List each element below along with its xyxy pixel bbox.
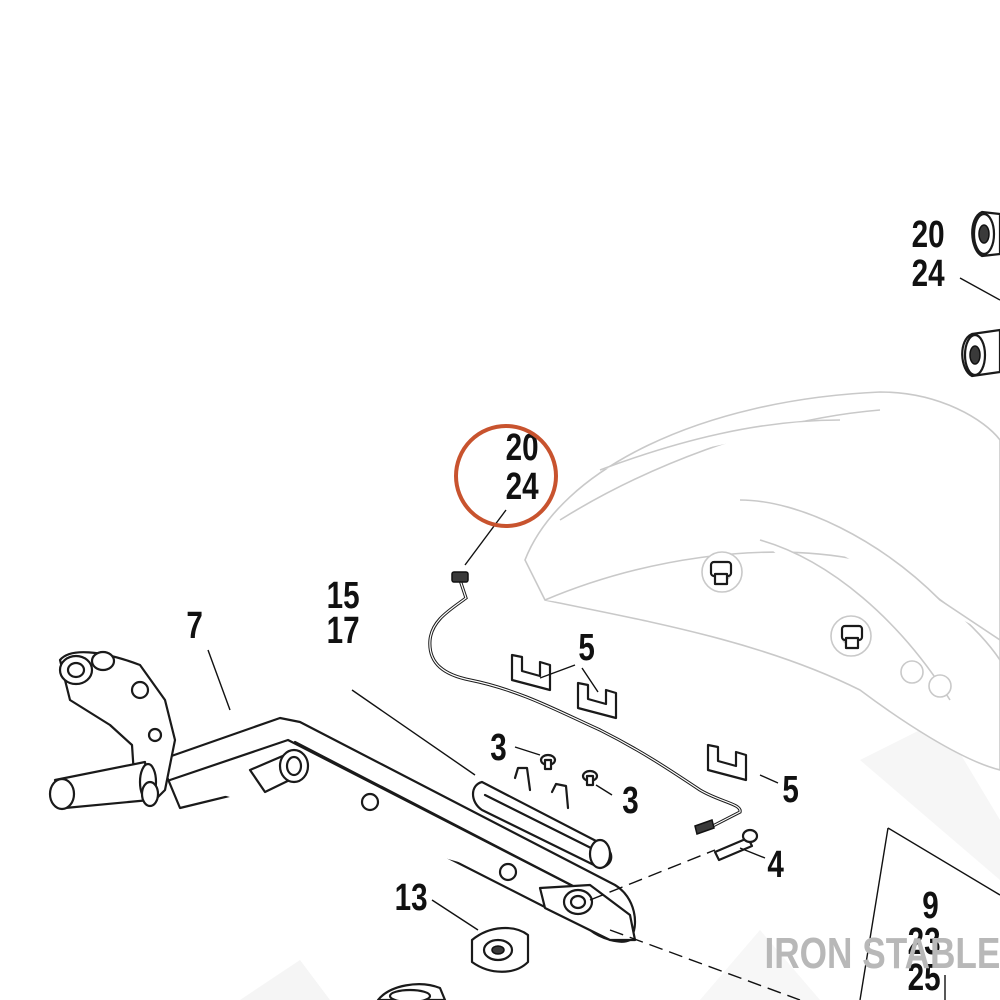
clip-upper-right	[576, 681, 618, 720]
callout-5-upper: 5	[578, 627, 594, 669]
fender-bolt-upper	[709, 560, 733, 586]
callout-17: 17	[327, 610, 360, 652]
callout-5-lower: 5	[782, 769, 798, 811]
arm-end-cap	[538, 883, 637, 942]
background-watermark-bands	[240, 720, 1000, 1000]
bracket-mount	[48, 650, 177, 811]
turn-signal-lower	[961, 328, 1000, 378]
callout-25: 25	[908, 957, 941, 999]
callout-7: 7	[186, 605, 202, 647]
light-bar	[471, 766, 613, 870]
callout-15: 15	[327, 575, 360, 617]
partial-lamp	[376, 983, 447, 1000]
screw-right	[581, 769, 599, 787]
rear-fender-ghost	[524, 391, 1000, 771]
pin	[713, 828, 759, 862]
arm-pivot-boss	[248, 748, 310, 794]
fender-bolt-lower	[840, 624, 864, 650]
turn-signal-upper	[971, 210, 1000, 258]
screw-left	[539, 753, 557, 771]
leader-lines	[207, 277, 1000, 1000]
clip-lower	[706, 743, 748, 782]
bushing	[470, 926, 530, 973]
watermark-text: IRON STABLE	[764, 929, 1000, 978]
clip-upper-left	[510, 653, 552, 692]
callout-20-top: 20	[912, 214, 945, 256]
callout-3-right: 3	[622, 780, 638, 822]
callout-4: 4	[767, 844, 784, 886]
wiring-harness	[428, 571, 742, 835]
callout-23: 23	[908, 921, 941, 963]
assembly-lines	[589, 849, 801, 1000]
callout-9: 9	[922, 885, 938, 927]
highlight-circle	[454, 424, 558, 528]
callout-13: 13	[395, 877, 428, 919]
callout-3-left: 3	[490, 727, 506, 769]
callout-labels: 20 24 20 24 15 17 7 5 5 3 3 4 13 9 23 25	[186, 214, 944, 999]
callout-24-top: 24	[912, 253, 945, 295]
callout-24-mid: 24	[506, 466, 539, 508]
